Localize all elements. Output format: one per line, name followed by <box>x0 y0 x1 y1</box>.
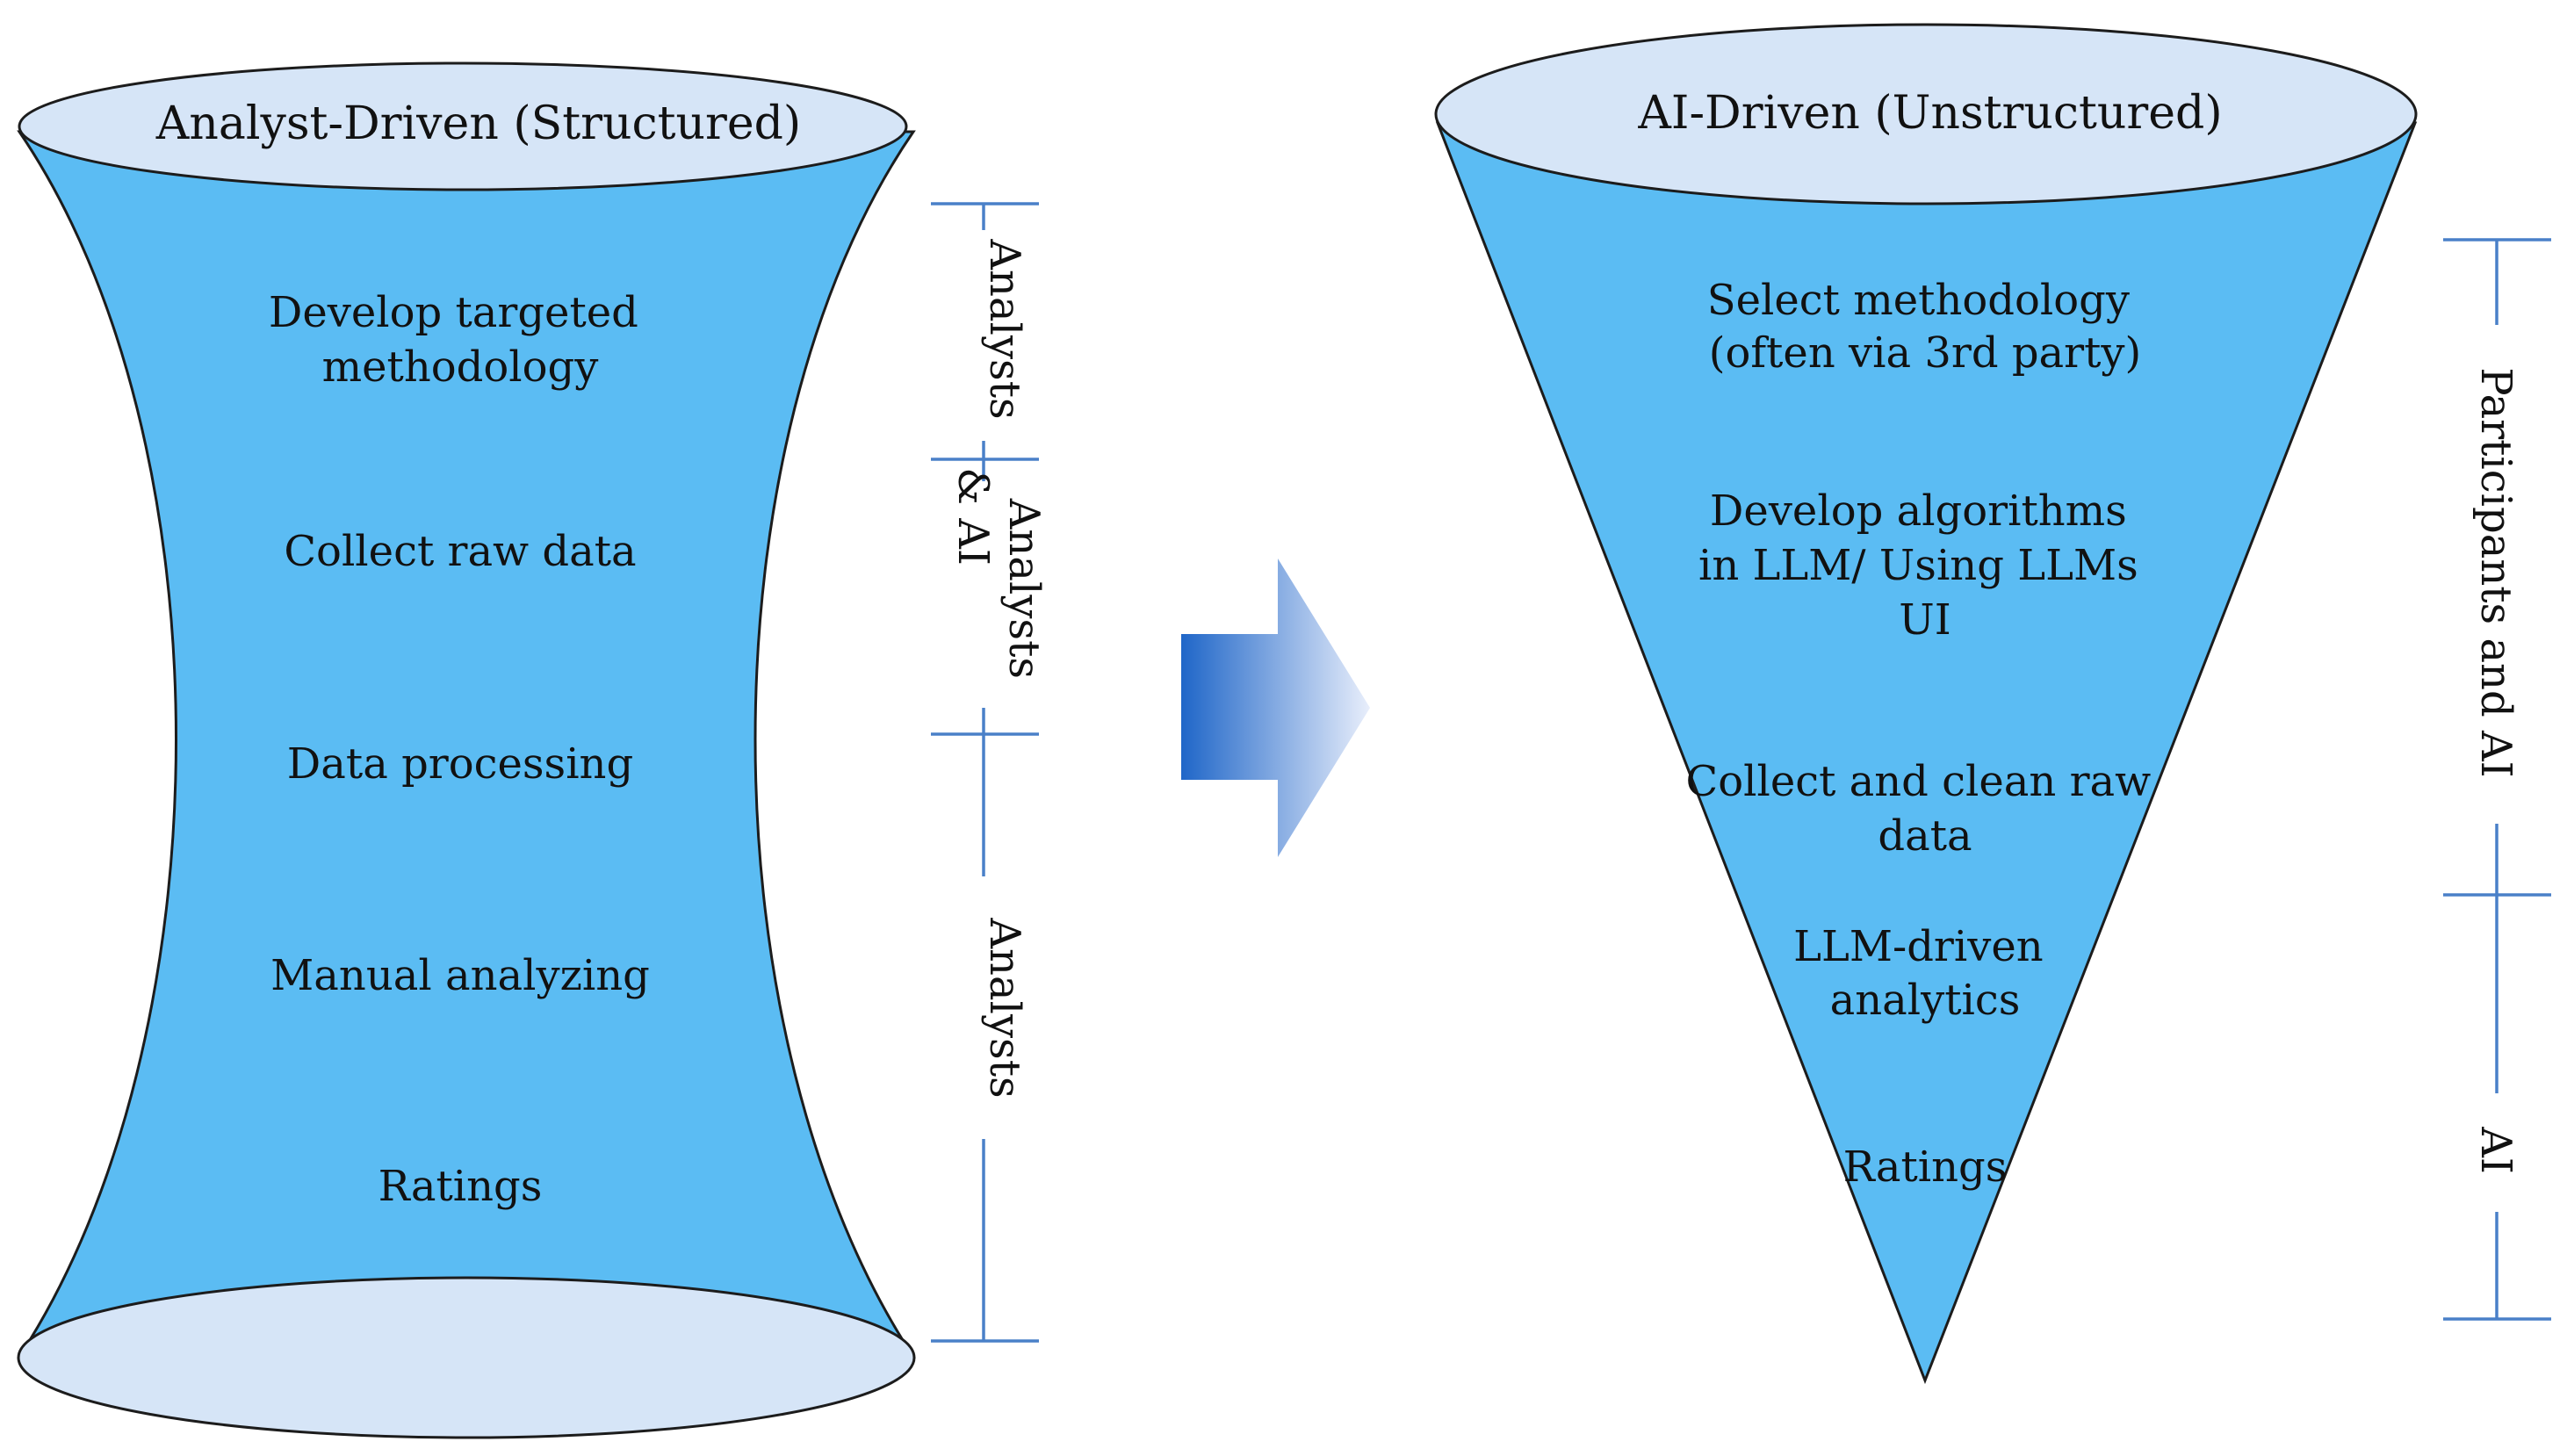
left-step-processing-line1: Data processing <box>287 739 633 789</box>
left-step-processing: Data processing <box>287 739 633 789</box>
left-funnel-title: Analyst-Driven (Structured) <box>155 97 801 150</box>
right-step-algorithms: Develop algorithms in LLM/ Using LLMs UI <box>1698 487 2152 645</box>
right-role-ai-line1: AI <box>2471 1126 2520 1174</box>
right-role-bracket <box>2443 238 2551 1321</box>
right-step-collect: Collect and clean raw data <box>1685 757 2164 861</box>
right-step-methodology-line1: Select methodology <box>1707 276 2130 325</box>
left-role-analysts-bottom: Analysts <box>980 917 1029 1098</box>
left-role-analysts-ai-line2: & AI <box>948 467 998 566</box>
right-step-collect-line1: Collect and clean raw <box>1685 757 2151 806</box>
right-funnel-title: AI-Driven (Unstructured) <box>1637 87 2222 140</box>
left-step-methodology-line1: Develop targeted <box>269 288 638 337</box>
left-role-analysts-bottom-line1: Analysts <box>980 917 1029 1098</box>
right-step-ratings-line1: Ratings <box>1843 1142 2008 1192</box>
left-top-ellipse <box>18 61 908 191</box>
left-role-analysts-ai-line1: Analysts <box>999 498 1049 679</box>
left-role-analysts-top: Analysts <box>980 238 1029 419</box>
left-step-methodology: Develop targeted methodology <box>269 288 652 392</box>
right-step-collect-line2: data <box>1878 811 1972 861</box>
left-bottom-ellipse <box>17 1276 916 1439</box>
right-step-analytics-line2: analytics <box>1830 976 2021 1025</box>
right-top-ellipse <box>1434 23 2418 205</box>
left-role-analysts-ai: Analysts & AI <box>948 467 1049 692</box>
left-funnel: Analyst-Driven (Structured) Develop targ… <box>17 61 916 1439</box>
left-role-analysts-top-line1: Analysts <box>980 238 1029 419</box>
left-step-collect: Collect raw data <box>284 527 636 576</box>
right-step-methodology: Select methodology (often via 3rd party) <box>1707 276 2143 378</box>
right-role-participants-ai: Participants and AI <box>2471 367 2520 777</box>
right-step-algorithms-line1: Develop algorithms <box>1710 487 2127 536</box>
right-step-algorithms-line2: in LLM/ Using LLMs <box>1698 541 2138 590</box>
left-step-ratings-line1: Ratings <box>379 1162 543 1211</box>
right-role-participants-ai-line1: Participants and AI <box>2471 367 2520 777</box>
left-step-methodology-line2: methodology <box>322 342 599 392</box>
right-step-ratings: Ratings <box>1843 1142 2008 1192</box>
right-step-algorithms-line3: UI <box>1899 595 1950 645</box>
right-arrow-icon <box>1181 559 1370 857</box>
left-step-analyzing-line1: Manual analyzing <box>270 951 650 1000</box>
right-step-methodology-line2: (often via 3rd party) <box>1709 328 2142 378</box>
left-step-collect-line1: Collect raw data <box>284 527 636 576</box>
transition-arrow <box>1181 559 1370 857</box>
left-step-ratings: Ratings <box>379 1162 543 1211</box>
left-step-analyzing: Manual analyzing <box>270 951 650 1000</box>
right-funnel: AI-Driven (Unstructured) Select methodol… <box>1434 23 2418 1385</box>
left-role-bracket <box>931 202 1039 1343</box>
right-step-analytics-line1: LLM-driven <box>1793 922 2044 971</box>
right-step-analytics: LLM-driven analytics <box>1793 922 2057 1025</box>
right-role-ai: AI <box>2471 1126 2520 1174</box>
